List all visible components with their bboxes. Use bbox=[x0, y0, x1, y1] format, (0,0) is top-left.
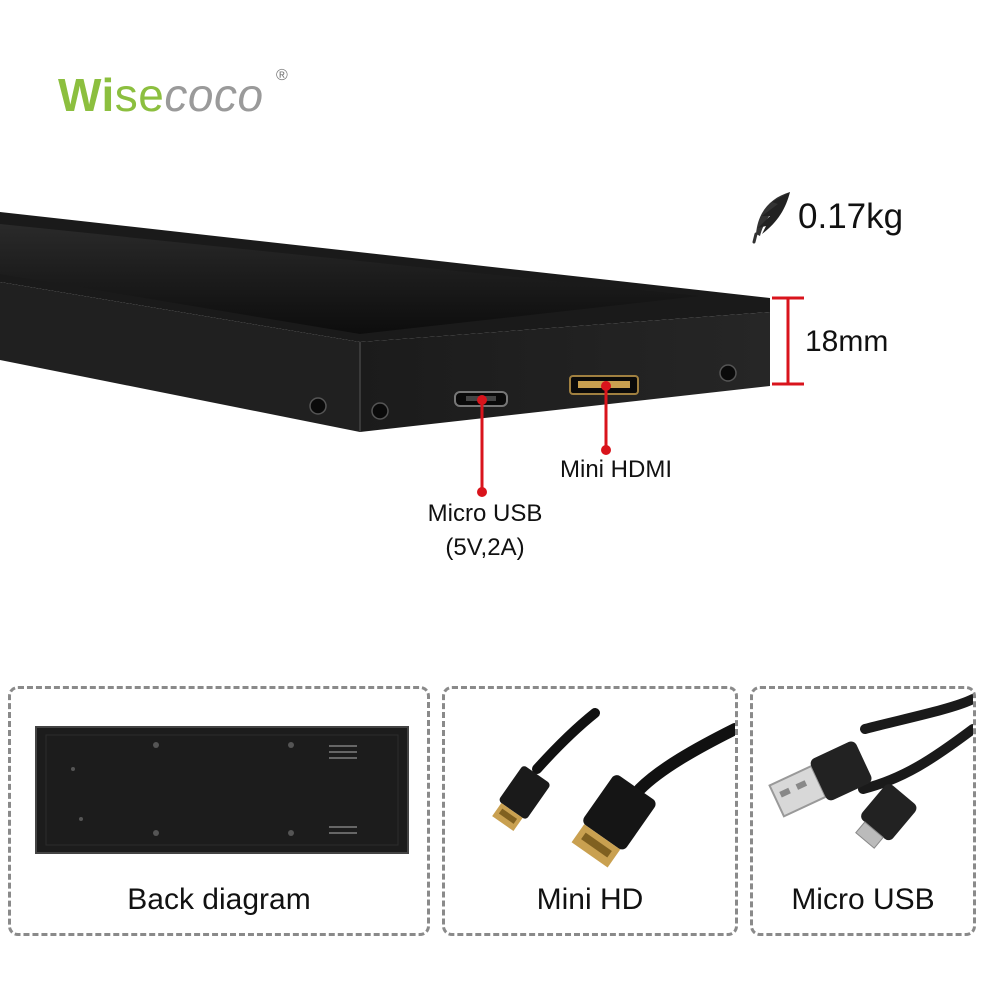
micro-usb-cable-image bbox=[768, 694, 973, 849]
micro-usb-label: Micro USB bbox=[427, 500, 543, 527]
brand-logo: Wisecoco ® bbox=[58, 68, 288, 121]
back-diagram-panel: Back diagram bbox=[8, 686, 430, 936]
mini-hdmi-label: Mini HDMI bbox=[560, 456, 672, 483]
mini-hdmi-cable-image bbox=[492, 708, 735, 868]
weight-spec: 0.17kg bbox=[752, 190, 903, 244]
monitor-side-view bbox=[0, 212, 770, 432]
logo-part-3: coco bbox=[164, 69, 264, 121]
micro-usb-panel: Micro USB bbox=[750, 686, 976, 936]
thickness-value: 18mm bbox=[805, 325, 889, 358]
micro-usb-label-group: Micro USB (5V,2A) bbox=[420, 497, 550, 565]
micro-usb-caption: Micro USB bbox=[791, 883, 935, 916]
mini-hd-panel: Mini HD bbox=[442, 686, 738, 936]
mini-hd-caption: Mini HD bbox=[536, 883, 644, 916]
weight-value: 0.17kg bbox=[798, 197, 904, 236]
feather-icon bbox=[752, 192, 790, 244]
logo-part-1: Wi bbox=[58, 69, 115, 121]
back-diagram-image bbox=[35, 726, 409, 854]
logo-part-2: se bbox=[114, 69, 165, 121]
back-diagram-caption: Back diagram bbox=[127, 883, 311, 916]
micro-usb-power: (5V,2A) bbox=[445, 534, 525, 561]
registered-mark: ® bbox=[276, 67, 289, 84]
